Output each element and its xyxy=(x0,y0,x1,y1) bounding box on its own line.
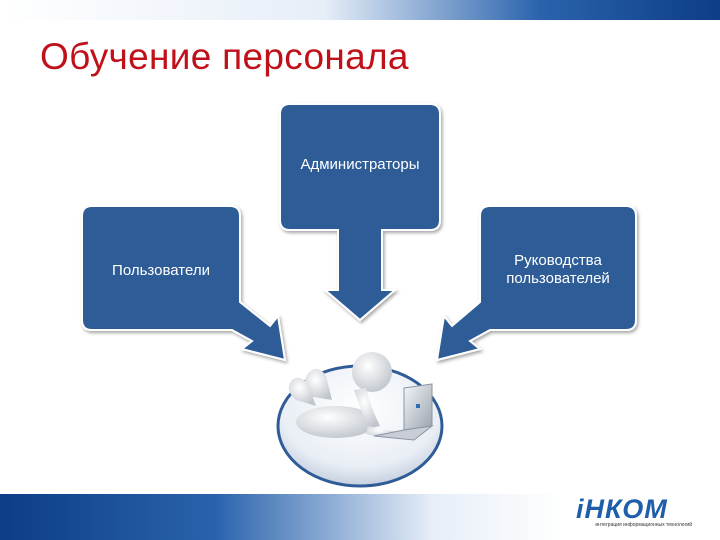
person-lying-with-laptop-icon xyxy=(276,352,444,488)
admins-box-label: Администраторы xyxy=(300,156,420,173)
company-logo: iНКОМ интеграция информационных технолог… xyxy=(576,494,694,536)
footer-band xyxy=(0,494,720,540)
slide-title: Обучение персонала xyxy=(40,36,409,77)
admins-callout xyxy=(279,103,441,322)
users-callout xyxy=(81,205,287,362)
manuals-box-label: Руководства пользователей xyxy=(506,252,610,287)
header-band xyxy=(0,0,720,20)
manuals-callout xyxy=(435,205,637,362)
logo-name: iНКОМ xyxy=(576,494,668,524)
logo-tagline: интеграция информационных технологий xyxy=(595,522,692,528)
users-box-label: Пользователи xyxy=(112,262,210,279)
